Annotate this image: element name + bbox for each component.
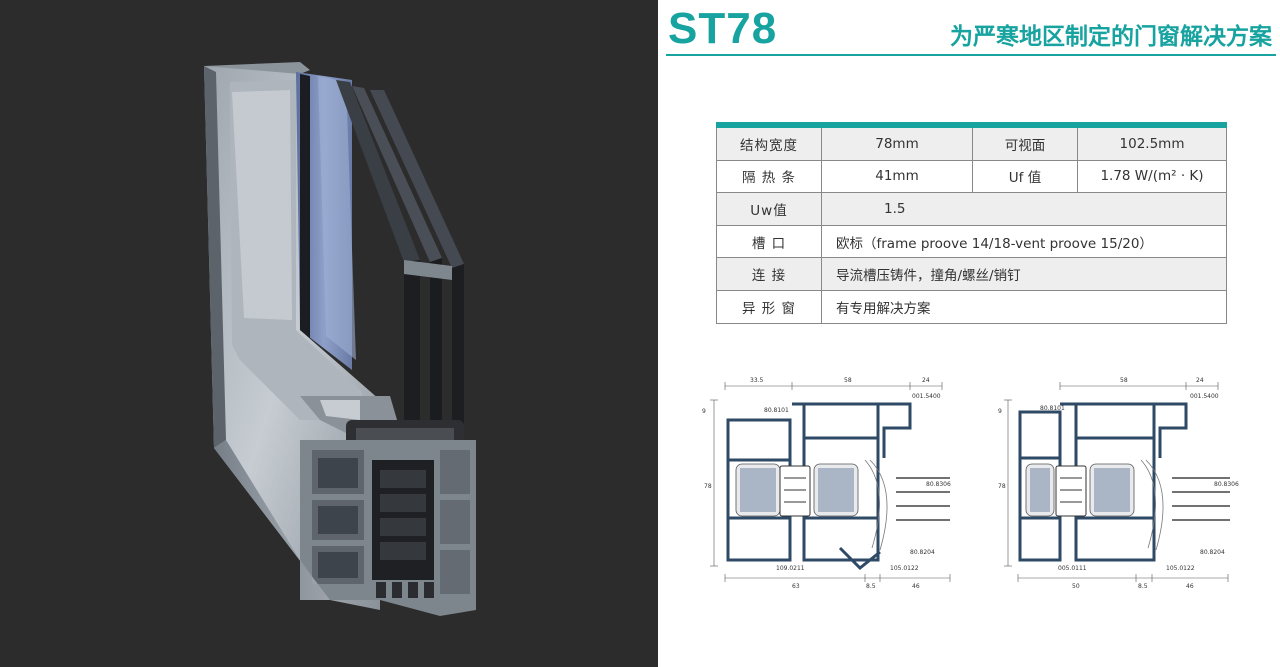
product-render-panel — [0, 0, 658, 667]
code-label: 80.8204 — [910, 549, 935, 556]
dim-label: 8.5 — [866, 583, 876, 590]
code-label: 001.5400 — [1190, 393, 1219, 400]
code-label: 80.8101 — [1040, 405, 1065, 412]
dim-label: 9 — [998, 408, 1002, 415]
code-label: 109.0211 — [776, 565, 805, 572]
spec-table: 结构宽度 78mm 可视面 102.5mm 隔 热 条 41mm Uf 值 1.… — [716, 122, 1227, 324]
dim-label: 63 — [792, 583, 800, 590]
dim-label: 50 — [1072, 583, 1080, 590]
spec-value: 导流槽压铸件，撞角/螺丝/销钉 — [821, 257, 1227, 291]
spec-value: 78mm — [821, 124, 973, 161]
code-label: 80.8306 — [1214, 481, 1239, 488]
spec-row: 连 接 导流槽压铸件，撞角/螺丝/销钉 — [716, 257, 1227, 291]
spec-row: 异 形 窗 有专用解决方案 — [716, 289, 1227, 324]
spec-label: 槽 口 — [716, 224, 822, 259]
tagline: 为严寒地区制定的门窗解决方案 — [950, 24, 1272, 50]
header-divider — [666, 54, 1276, 56]
spec-value: 1.78 W/(m² · K) — [1077, 159, 1227, 194]
section-drawing-left: 33.5 58 24 001.5400 80.8101 80.8306 80.8… — [702, 377, 951, 590]
dim-label: 24 — [1196, 377, 1204, 384]
section-drawing-right: 58 24 001.5400 80.8101 80.8306 80.8204 9… — [998, 377, 1239, 590]
code-label: 001.5400 — [912, 393, 941, 400]
dim-label: 46 — [912, 583, 920, 590]
spec-value: 有专用解决方案 — [821, 289, 1227, 324]
dim-label: 46 — [1186, 583, 1194, 590]
spec-row: Uw值 1.5 — [716, 192, 1227, 226]
code-label: 105.0122 — [890, 565, 919, 572]
dim-label: 9 — [702, 408, 706, 415]
dim-label: 33.5 — [750, 377, 764, 384]
dim-label: 58 — [844, 377, 852, 384]
spec-label: 可视面 — [972, 124, 1078, 161]
spec-row: 槽 口 欧标（frame proove 14/18-vent proove 15… — [716, 224, 1227, 259]
spec-label: 结构宽度 — [716, 124, 822, 161]
spec-label: Uw值 — [716, 192, 822, 226]
model-title: ST78 — [668, 4, 778, 53]
spec-row: 隔 热 条 41mm Uf 值 1.78 W/(m² · K) — [716, 159, 1227, 194]
dim-label: 24 — [922, 377, 930, 384]
code-label: 80.8101 — [764, 407, 789, 414]
spec-label: Uf 值 — [972, 159, 1078, 194]
code-label: 005.0111 — [1058, 565, 1087, 572]
code-label: 105.0122 — [1166, 565, 1195, 572]
spec-value: 102.5mm — [1077, 124, 1227, 161]
dim-label: 58 — [1120, 377, 1128, 384]
code-label: 80.8306 — [926, 481, 951, 488]
spec-sheet-panel: ST78 为严寒地区制定的门窗解决方案 结构宽度 78mm 可视面 102.5m… — [658, 0, 1280, 667]
spec-value: 欧标（frame proove 14/18-vent proove 15/20） — [821, 224, 1227, 259]
spec-row: 结构宽度 78mm 可视面 102.5mm — [716, 124, 1227, 161]
dim-label: 78 — [998, 483, 1006, 490]
spec-value: 1.5 — [821, 192, 1227, 226]
spec-label: 异 形 窗 — [716, 289, 822, 324]
dim-label: 8.5 — [1138, 583, 1148, 590]
spec-label: 连 接 — [716, 257, 822, 291]
spec-value: 41mm — [821, 159, 973, 194]
spec-label: 隔 热 条 — [716, 159, 822, 194]
window-profile-render — [204, 62, 476, 616]
code-label: 80.8204 — [1200, 549, 1225, 556]
dim-label: 78 — [704, 483, 712, 490]
